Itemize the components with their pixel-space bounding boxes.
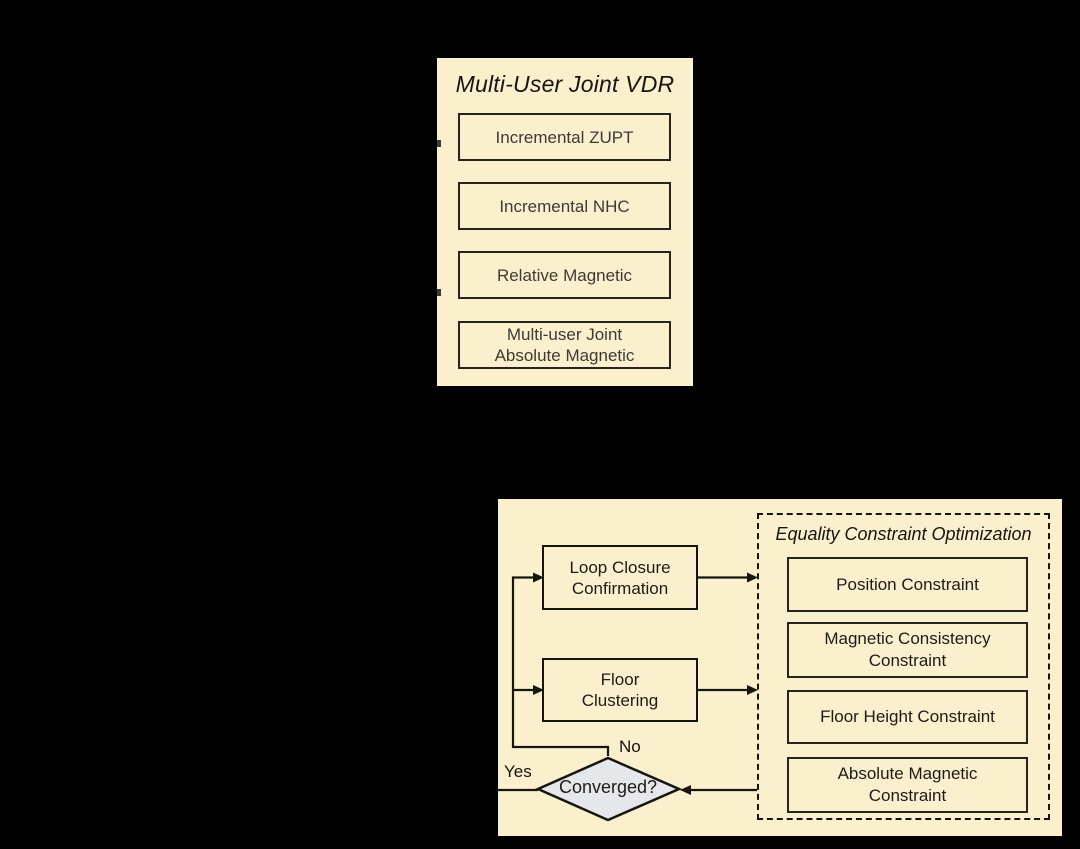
vdr-box-relative-magnetic: Relative Magnetic xyxy=(458,251,671,299)
arrowhead-to-floor-clustering xyxy=(533,685,544,695)
vdr-box-incremental-nhc: Incremental NHC xyxy=(458,182,671,230)
no-label: No xyxy=(619,737,641,756)
no-feedback-line xyxy=(511,576,610,756)
vdr-panel: Multi-User Joint VDR Incremental ZUPT In… xyxy=(437,58,693,386)
converged-diamond xyxy=(534,756,683,822)
flow-connectors xyxy=(498,572,758,822)
vdr-box-incremental-zupt: Incremental ZUPT xyxy=(458,113,671,161)
arrowhead-to-diamond xyxy=(680,785,691,795)
yes-label: Yes xyxy=(504,762,532,781)
vdr-panel-title: Multi-User Joint VDR xyxy=(455,71,675,97)
floor-height-constraint-box: Floor Height Constraint xyxy=(787,690,1028,744)
equality-constraint-optimization-title: Equality Constraint Optimization xyxy=(775,524,1032,544)
converged-label: Converged? xyxy=(558,777,658,797)
floor-clustering-box: Floor Clustering xyxy=(542,658,698,722)
vdr-box-joint-absolute-magnetic: Multi-user Joint Absolute Magnetic xyxy=(458,321,671,369)
absolute-magnetic-constraint-box: Absolute Magnetic Constraint xyxy=(787,757,1028,813)
loop-closure-box: Loop Closure Confirmation xyxy=(542,545,698,610)
magnetic-consistency-constraint-box: Magnetic Consistency Constraint xyxy=(787,622,1028,678)
arrowhead-to-loop-closure xyxy=(533,572,544,583)
incoming-arrow-stub xyxy=(437,140,441,147)
position-constraint-box: Position Constraint xyxy=(787,557,1028,612)
arrowhead-to-eco-top xyxy=(747,572,758,583)
arrowhead-to-eco-bottom xyxy=(747,685,758,695)
incoming-arrow-stub xyxy=(437,289,441,296)
equality-constraint-optimization-box: Equality Constraint Optimization Positio… xyxy=(757,513,1050,820)
optimization-panel: Loop Closure Confirmation Floor Clusteri… xyxy=(498,499,1062,836)
